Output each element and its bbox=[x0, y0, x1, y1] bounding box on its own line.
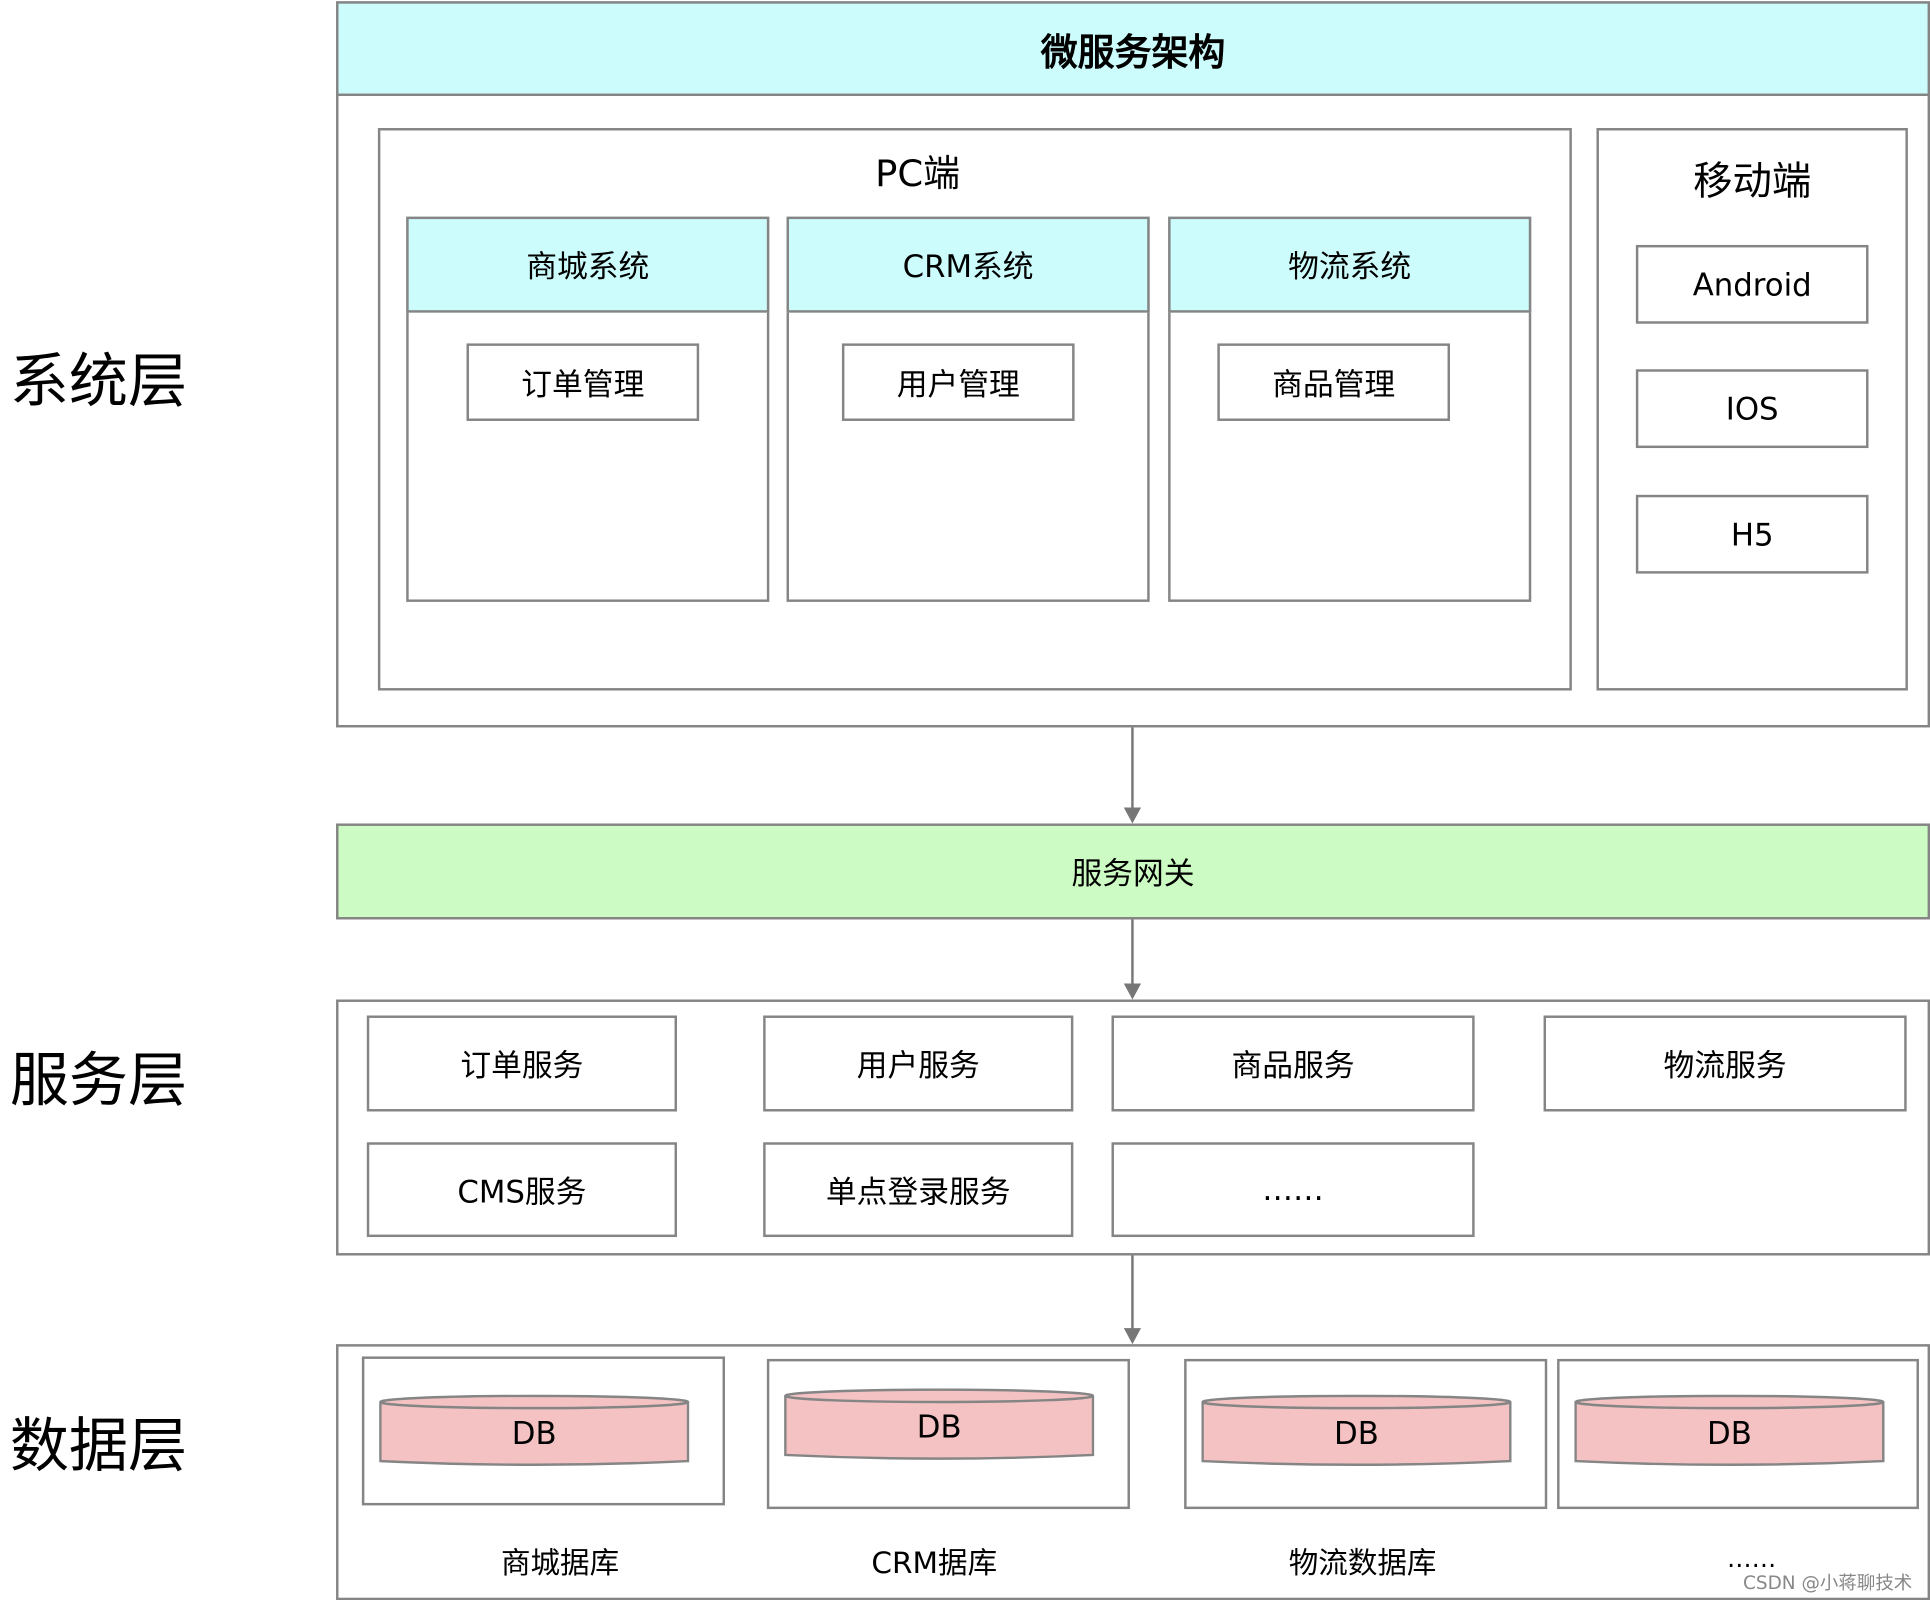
mobile-title: 移动端 bbox=[1693, 157, 1812, 205]
service-logistics: 物流服务 bbox=[1543, 1015, 1907, 1112]
layer-label-data: 数据层 bbox=[9, 1411, 188, 1481]
arrow-down-icon bbox=[1123, 1255, 1142, 1345]
pc-title: PC端 bbox=[875, 152, 961, 196]
service-sso: 单点登录服务 bbox=[763, 1142, 1074, 1238]
system-title-logistics: 物流系统 bbox=[1168, 216, 1532, 313]
service-cms: CMS服务 bbox=[366, 1142, 677, 1238]
database-cylinder-icon bbox=[784, 1388, 1095, 1460]
service-user: 用户服务 bbox=[763, 1015, 1074, 1112]
db-text: DB bbox=[916, 1409, 962, 1446]
service-gateway: 服务网关 bbox=[336, 823, 1930, 920]
database-cylinder-icon bbox=[1574, 1394, 1885, 1467]
service-product: 商品服务 bbox=[1111, 1015, 1475, 1112]
service-order: 订单服务 bbox=[366, 1015, 677, 1112]
system-title-crm: CRM系统 bbox=[786, 216, 1150, 313]
database-cylinder-icon bbox=[379, 1394, 690, 1467]
module-order-management: 订单管理 bbox=[466, 343, 700, 421]
service-more: …… bbox=[1111, 1142, 1475, 1238]
db-label-crm: CRM据库 bbox=[871, 1546, 998, 1581]
watermark: CSDN @小蒋聊技术 bbox=[1742, 1571, 1913, 1595]
system-title-mall: 商城系统 bbox=[406, 216, 770, 313]
mobile-item-ios: IOS bbox=[1635, 369, 1869, 449]
arrow-down-icon bbox=[1123, 919, 1142, 1000]
arrow-down-icon bbox=[1123, 727, 1142, 824]
mobile-item-h5: H5 bbox=[1635, 494, 1869, 574]
db-text: DB bbox=[511, 1415, 557, 1452]
db-label-mall: 商城据库 bbox=[500, 1546, 620, 1581]
db-label-more: …… bbox=[1726, 1543, 1777, 1574]
module-user-management: 用户管理 bbox=[841, 343, 1075, 421]
db-text: DB bbox=[1334, 1415, 1379, 1452]
layer-label-system: 系统层 bbox=[9, 347, 188, 417]
db-text: DB bbox=[1707, 1415, 1752, 1452]
module-product-management: 商品管理 bbox=[1217, 343, 1451, 421]
layer-label-service: 服务层 bbox=[9, 1046, 188, 1116]
database-cylinder-icon bbox=[1201, 1394, 1512, 1467]
mobile-item-android: Android bbox=[1635, 244, 1869, 324]
db-label-logistics: 物流数据库 bbox=[1288, 1546, 1437, 1581]
architecture-title: 微服务架构 bbox=[336, 1, 1930, 97]
